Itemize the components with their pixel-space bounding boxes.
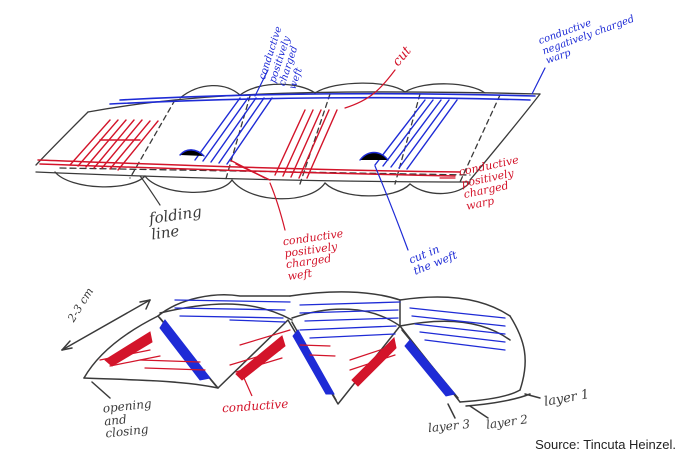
bottom-blue-hatching bbox=[174, 299, 506, 351]
bottom-blue-folds bbox=[159, 319, 456, 397]
top-pointer-lines bbox=[139, 67, 546, 251]
top-blue-weft-stripes bbox=[179, 97, 458, 170]
top-red-weft-stripes bbox=[69, 109, 338, 181]
bottom-red-folds bbox=[104, 331, 397, 387]
label-opening-closing: opening and closing bbox=[102, 396, 153, 441]
label-red-positive-weft: conductive positively charged weft bbox=[281, 227, 344, 283]
top-blue-warp-lines bbox=[109, 92, 536, 105]
conductive-pointer bbox=[243, 377, 253, 397]
source-credit: Source: Tincuta Heinzel. bbox=[535, 437, 676, 452]
